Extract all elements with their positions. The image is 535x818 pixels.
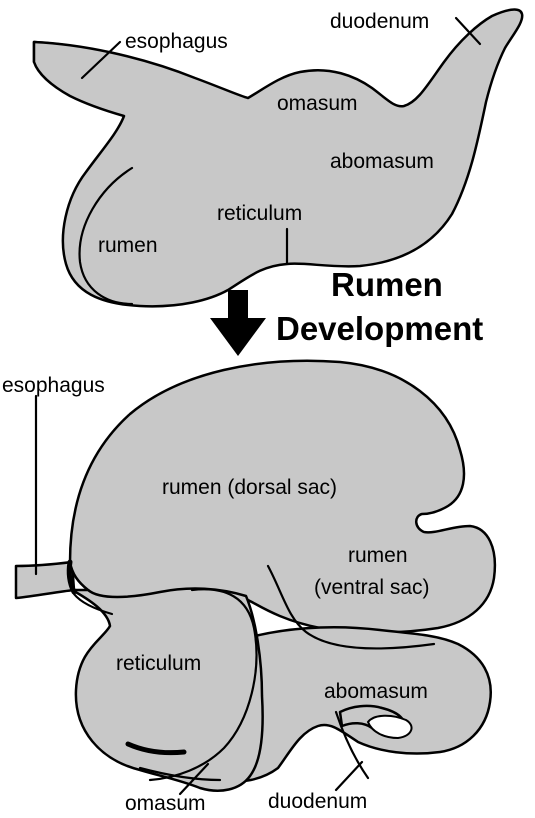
bottom-duodenum-label: duodenum: [268, 790, 367, 813]
bottom-duodenum-leader: [336, 762, 362, 790]
ruminant-stomach: esophagus rumen (dorsal sac) rumen (vent…: [2, 361, 495, 815]
heading-development: Development: [276, 310, 483, 347]
top-reticulum-label: reticulum: [217, 202, 302, 225]
top-duodenum-label: duodenum: [330, 10, 429, 33]
bottom-esophagus-shape: [16, 562, 74, 598]
bottom-omasum-label: omasum: [125, 792, 206, 815]
top-esophagus-label: esophagus: [125, 30, 228, 53]
rumen-dorsal-sac-label: rumen (dorsal sac): [162, 476, 337, 499]
bottom-abomasum-label: abomasum: [324, 680, 428, 703]
bottom-reticulum-shape: [72, 589, 263, 791]
top-omasum-label: omasum: [277, 92, 358, 115]
bottom-reticulum-label: reticulum: [116, 652, 201, 675]
pre-ruminant-stomach: esophagus duodenum omasum abomasum retic…: [34, 10, 522, 307]
top-abomasum-label: abomasum: [330, 150, 434, 173]
rumen-ventral-sac-label-line2: (ventral sac): [314, 576, 430, 599]
rumen-ventral-sac-label-line1: rumen: [348, 544, 408, 567]
bottom-esophagus-label: esophagus: [2, 374, 105, 397]
down-arrow-icon: [210, 290, 266, 356]
top-rumen-label: rumen: [98, 234, 158, 257]
heading-rumen: Rumen: [331, 266, 443, 303]
